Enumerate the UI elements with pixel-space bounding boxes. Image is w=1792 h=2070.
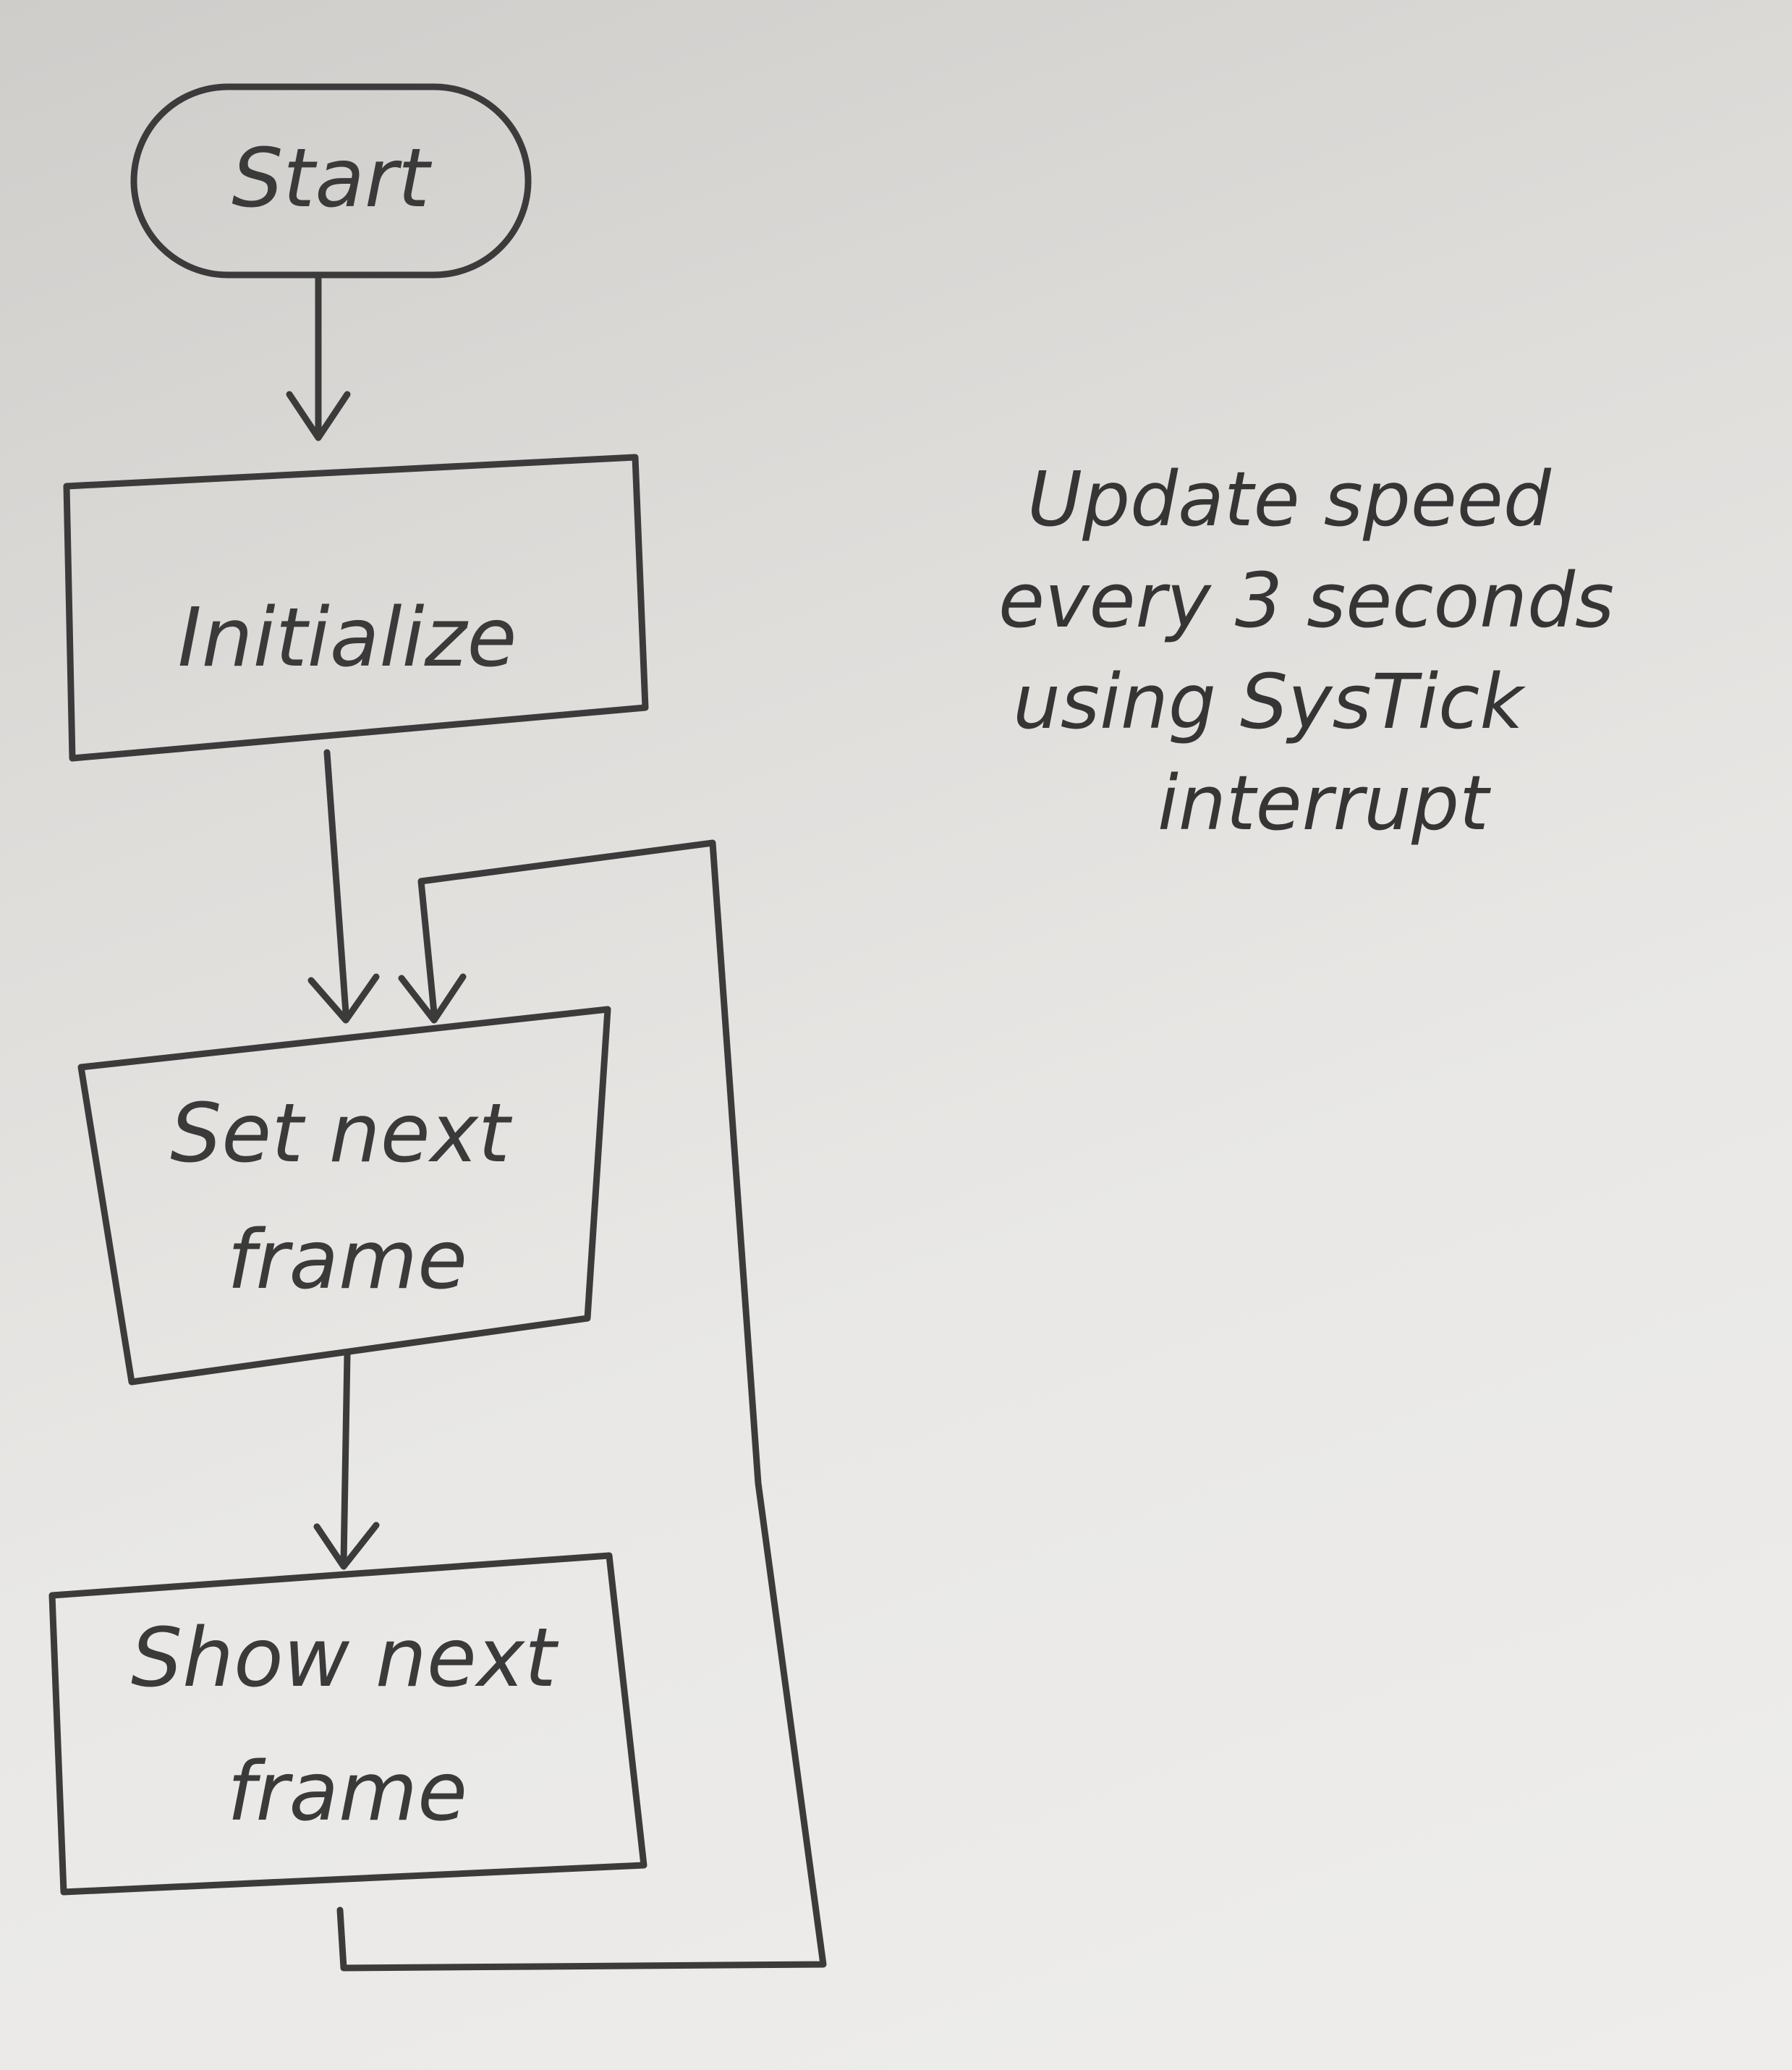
side-note: Update speed every 3 seconds using SysTi… bbox=[998, 449, 1765, 854]
arrow-start-to-initialize bbox=[286, 271, 351, 441]
show-next-frame-label-line1: Show next bbox=[131, 1611, 559, 1705]
note-line-3: using SysTick bbox=[1013, 658, 1524, 746]
loop-return-arrow bbox=[336, 839, 827, 1972]
show-next-frame-node: Show next frame bbox=[48, 1552, 647, 1896]
initialize-label: Initialize bbox=[178, 591, 517, 685]
initialize-node: Initialize bbox=[63, 454, 649, 762]
note-line-2: every 3 seconds bbox=[998, 556, 1615, 645]
note-line-4: interrupt bbox=[1158, 759, 1489, 847]
set-next-frame-label-line1: Set next bbox=[170, 1087, 513, 1181]
arrow-set-next-frame-to-show-next-frame bbox=[313, 1351, 380, 1570]
set-next-frame-node: Set next frame bbox=[77, 1006, 611, 1386]
start-node: Start bbox=[130, 83, 532, 279]
arrow-initialize-to-set-next-frame bbox=[307, 749, 380, 1024]
note-line-1: Update speed bbox=[1027, 455, 1551, 543]
show-next-frame-label-line2: frame bbox=[227, 1745, 467, 1839]
start-label: Start bbox=[232, 132, 433, 226]
set-next-frame-label-line2: frame bbox=[227, 1213, 467, 1307]
